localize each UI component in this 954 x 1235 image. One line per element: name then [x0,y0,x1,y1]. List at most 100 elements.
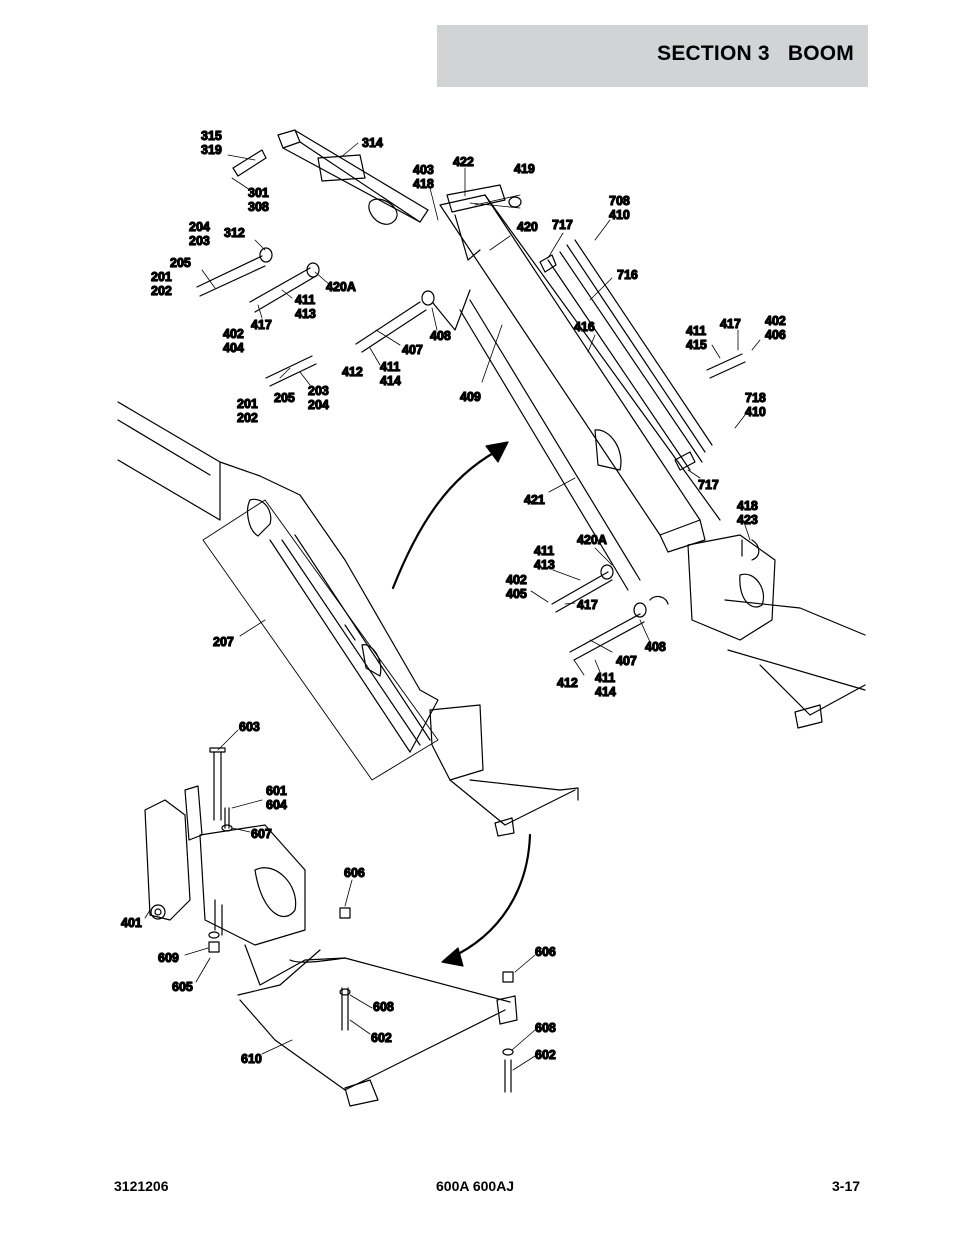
callout-314: 314 [362,136,383,150]
footer-model: 600A 600AJ [436,1178,515,1194]
section-header: SECTION 3 BOOM [437,25,868,87]
callout-601: 601 [266,784,287,798]
section-title: SECTION 3 BOOM [657,42,854,65]
callout-411: 411 [595,671,615,685]
svg-text:205: 205 [170,256,191,270]
callout-606: 606 [344,866,365,880]
callout-414: 414 [595,685,616,699]
callout-420a: 420A [577,533,607,547]
callout-417: 417 [720,317,741,331]
svg-text:422: 422 [453,155,474,169]
svg-text:608: 608 [535,1021,556,1035]
callout-402: 402 [506,573,527,587]
callout-717: 717 [552,218,573,232]
upper-boom [439,184,721,591]
callout-608: 608 [373,1000,394,1014]
callout-319: 319 [201,143,222,157]
svg-text:717: 717 [552,218,573,232]
svg-text:608: 608 [373,1000,394,1014]
callout-718: 718 [745,391,766,405]
callout-411: 411 [295,293,315,307]
svg-text:412: 412 [557,676,578,690]
callout-402: 402 [223,327,244,341]
lower-hardware [208,747,514,1093]
callout-207: 207 [213,635,234,649]
callout-608: 608 [535,1021,556,1035]
callout-416: 416 [574,320,595,334]
svg-text:609: 609 [158,951,179,965]
callout-403: 403 [413,163,434,177]
callout-407: 407 [402,343,423,357]
assembled-boom [117,401,579,837]
callout-411: 411 [534,544,554,558]
svg-text:603: 603 [239,720,260,734]
callout-419: 419 [514,162,535,176]
callout-201: 201 [237,397,258,411]
callout-418: 418 [737,499,758,513]
svg-text:717: 717 [698,478,719,492]
callout-401: 401 [121,916,142,930]
callout-409: 409 [460,390,481,404]
callout-603: 603 [239,720,260,734]
svg-text:417: 417 [577,598,598,612]
svg-text:407: 407 [402,343,423,357]
svg-text:420A: 420A [577,533,607,547]
svg-text:607: 607 [251,827,272,841]
callout-411: 411 [686,324,706,338]
leader-lines [144,142,761,1071]
callout-408: 408 [430,329,451,343]
callout-204: 204 [189,220,210,234]
callout-413: 413 [534,558,555,572]
svg-text:716: 716 [617,268,638,282]
callout-410: 410 [745,405,766,419]
lift-cylinder [232,129,429,225]
svg-text:417: 417 [720,317,741,331]
callout-604: 604 [266,798,287,812]
callout-417: 417 [577,598,598,612]
callout-420: 420 [517,220,538,234]
svg-text:419: 419 [514,162,535,176]
callout-410: 410 [609,208,630,222]
footer-doc-number: 3121206 [114,1178,169,1194]
callout-407: 407 [616,654,637,668]
callout-418: 418 [413,177,434,191]
svg-text:401: 401 [121,916,142,930]
svg-text:312: 312 [224,226,245,240]
callout-205: 205 [170,256,191,270]
callout-315: 315 [201,129,222,143]
svg-text:420A: 420A [326,280,356,294]
callout-404: 404 [223,341,244,355]
callout-605: 605 [172,980,193,994]
callout-412: 412 [342,365,363,379]
callout-202: 202 [151,284,172,298]
callout-708: 708 [609,194,630,208]
turntable-lower [144,785,518,1107]
callout-405: 405 [506,587,527,601]
callout-204: 204 [308,398,329,412]
callout-421: 421 [524,493,545,507]
callout-412: 412 [557,676,578,690]
svg-text:602: 602 [371,1031,392,1045]
callout-308: 308 [248,200,269,214]
svg-text:408: 408 [645,640,666,654]
callout-301: 301 [248,186,269,200]
svg-text:602: 602 [535,1048,556,1062]
svg-text:420: 420 [517,220,538,234]
